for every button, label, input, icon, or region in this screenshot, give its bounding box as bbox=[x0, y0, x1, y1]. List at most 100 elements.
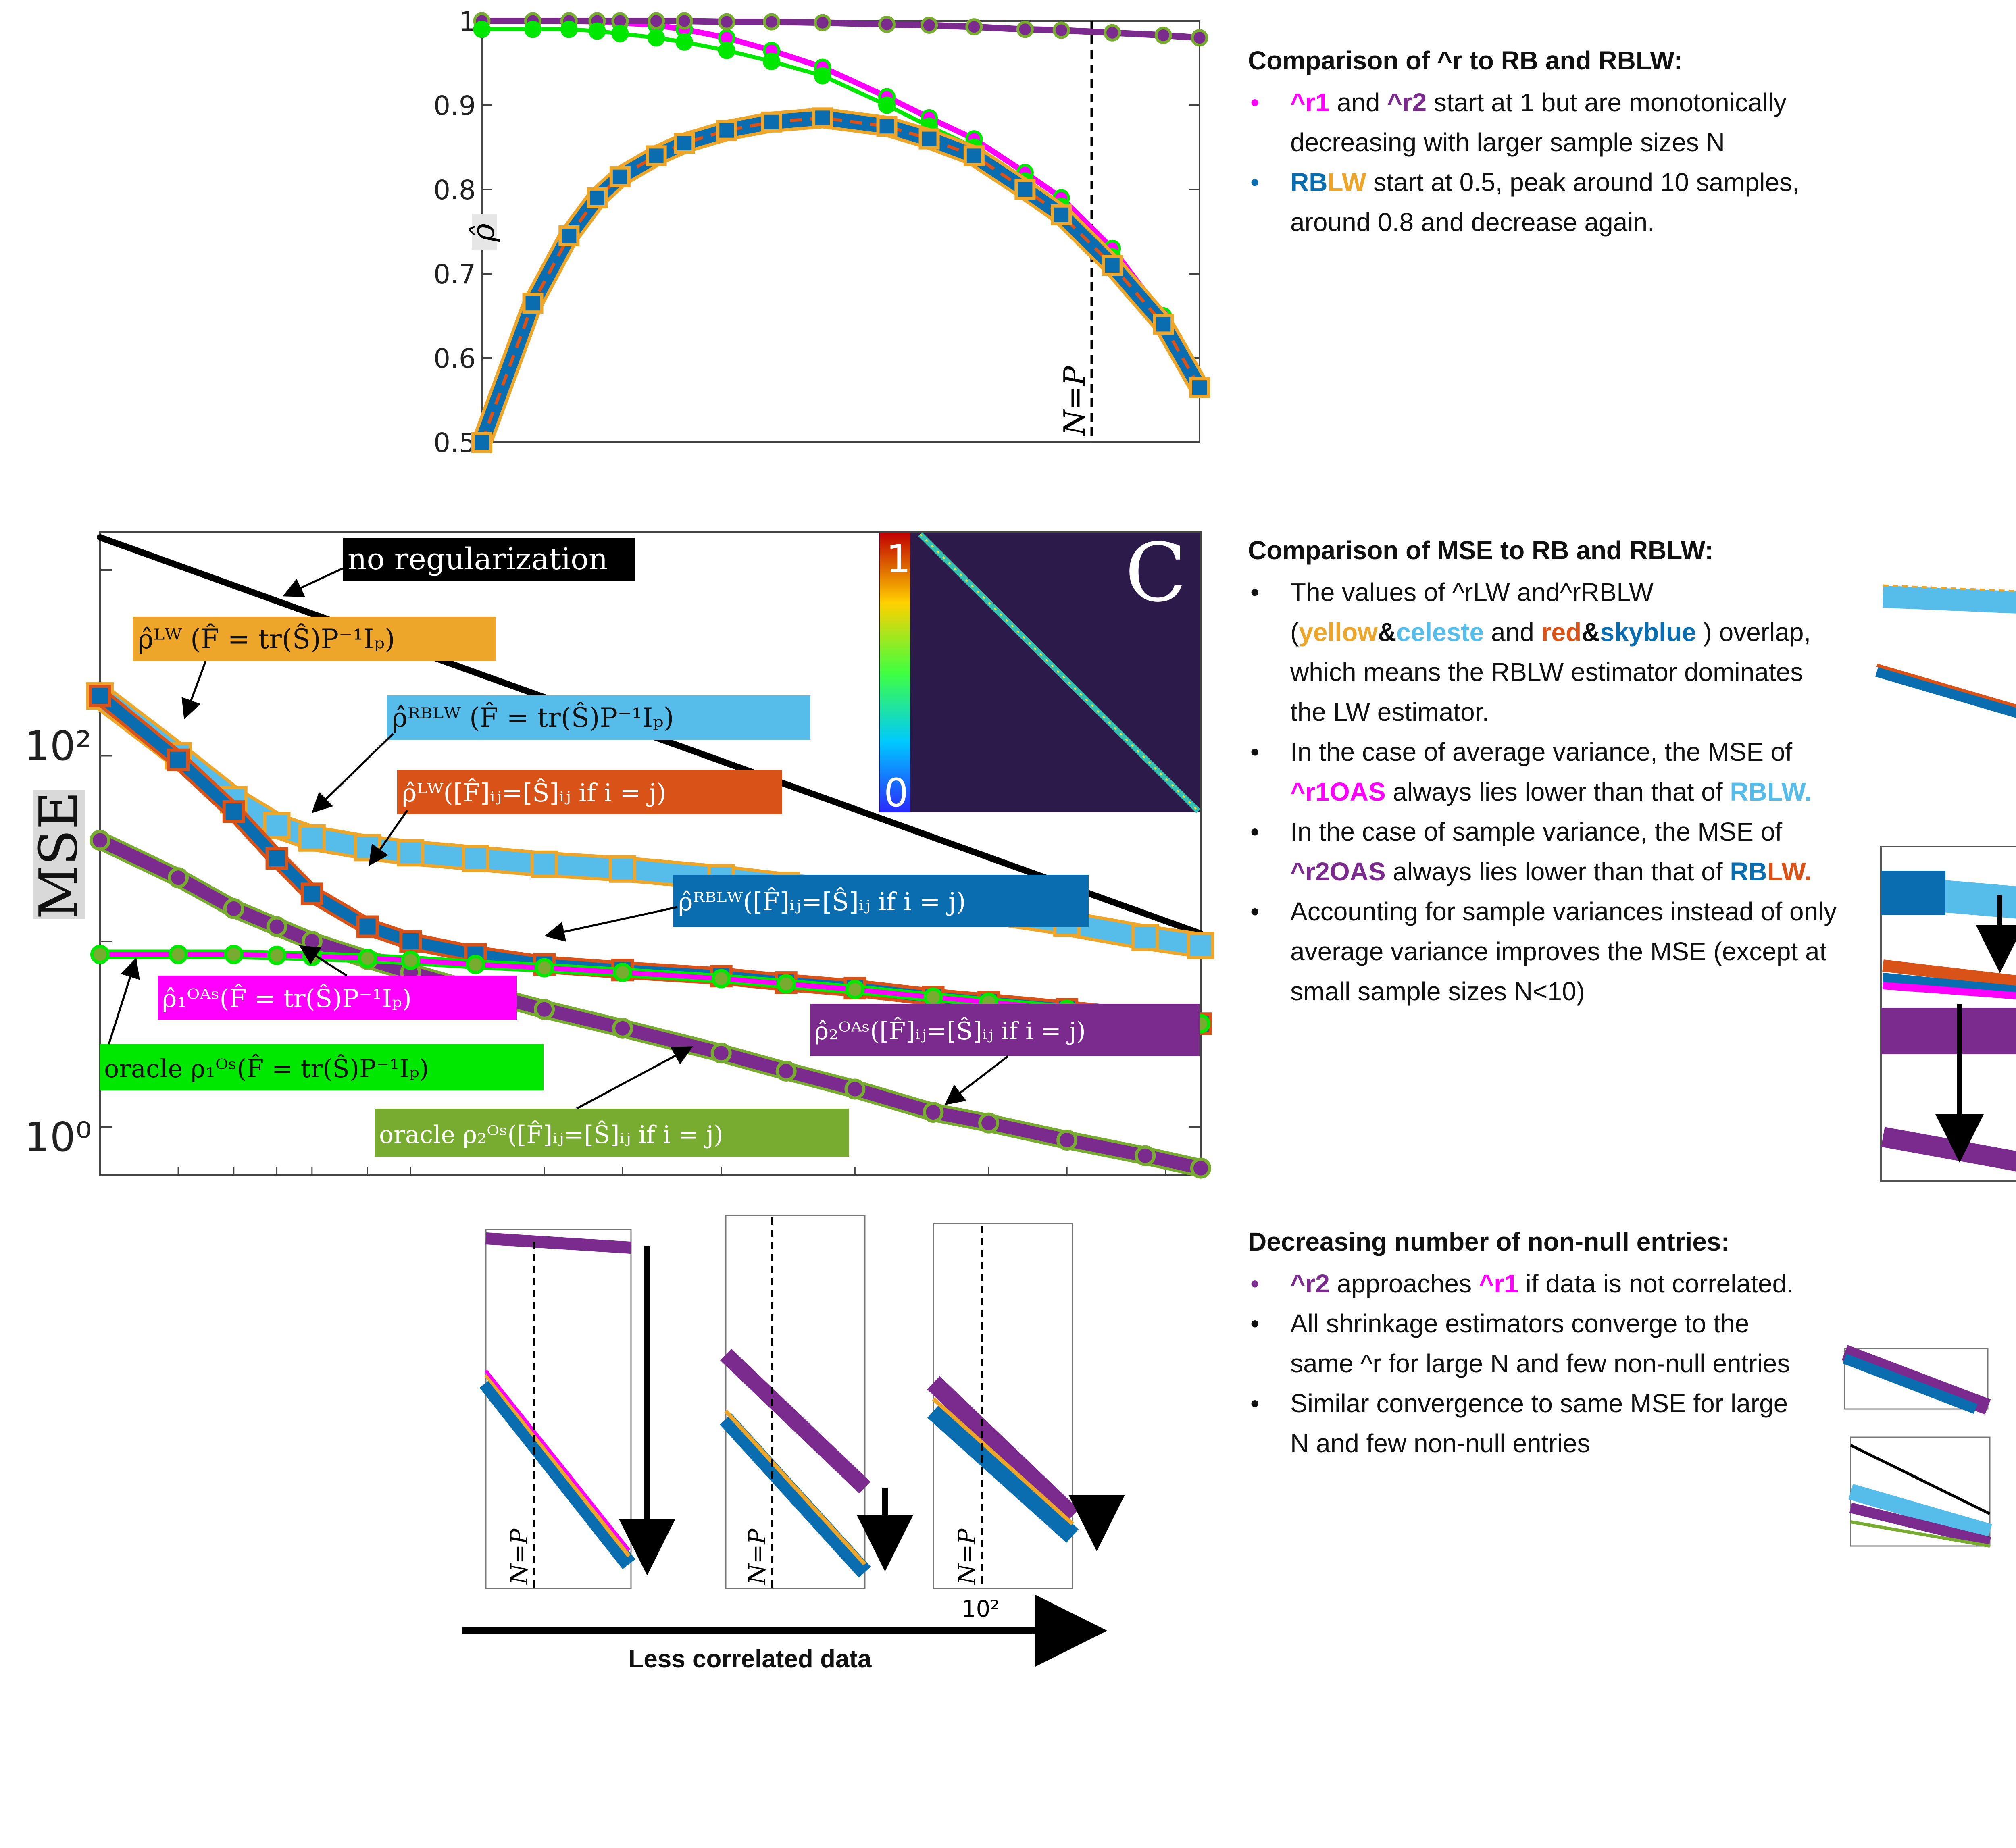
rho-ytick-label: 0.7 bbox=[433, 259, 476, 290]
bp2-blue bbox=[720, 1413, 871, 1578]
label-bg-oracle1 bbox=[100, 1044, 544, 1090]
s3-r1-highlight: ^r1 bbox=[1479, 1269, 1518, 1298]
rho-point-r2_oas bbox=[814, 14, 831, 31]
label-bg-rho-rblw-diag bbox=[673, 875, 1089, 927]
label-bg-rho-rblw bbox=[387, 695, 810, 740]
mse-point-rho1_oas bbox=[845, 980, 865, 999]
s2-b1-rest: ) overlap, which means the RBLW estimato… bbox=[1290, 618, 1811, 726]
label-rho-lw: ρ̂ᴸᵂ (F̂ = tr(Ŝ)P⁻¹Iₚ) bbox=[138, 623, 395, 655]
crop-celeste-band bbox=[1882, 585, 2016, 614]
s3-r2-highlight: ^r2 bbox=[1290, 1269, 1330, 1298]
arrow-rho-rblw-diag bbox=[544, 906, 678, 942]
amp-2: & bbox=[1581, 618, 1600, 647]
mse-point-rho2_oas bbox=[1056, 1129, 1078, 1151]
mse-point-rho2_oas bbox=[534, 999, 555, 1020]
mse-y-axis-label: MSE bbox=[28, 791, 89, 919]
notes-section-3-list: • ^r2 approaches ^r1 if data is not corre… bbox=[1248, 1264, 1812, 1463]
rho-point-rblw bbox=[522, 293, 544, 314]
rho-point-r2_oas bbox=[763, 13, 781, 31]
heatmap-bg bbox=[879, 533, 1200, 812]
rho-point-oracle1 bbox=[718, 42, 735, 59]
rho-point-rblw bbox=[674, 133, 695, 154]
rho-chart: 0.50.60.70.80.91 N=P ρ̂ bbox=[433, 6, 1210, 458]
notes-s1-item-1: •^r1 and ^r2 start at 1 but are monotoni… bbox=[1248, 83, 1845, 162]
rho-point-rblw bbox=[918, 128, 940, 150]
label-no-regularization: no regularization bbox=[348, 542, 608, 576]
s2-b2-b: always lies lower than that of bbox=[1385, 777, 1730, 806]
mse-point-rho2_oas bbox=[1190, 1157, 1211, 1179]
rho-point-r2_oas bbox=[675, 12, 693, 30]
bullet-icon: • bbox=[1250, 88, 1260, 117]
mse-point-rho2_oas bbox=[710, 1043, 732, 1064]
label-bg-rho-lw-diag bbox=[397, 770, 782, 814]
celeste-word: celeste bbox=[1396, 618, 1484, 647]
s3-b1-rest: if data is not correlated. bbox=[1518, 1269, 1794, 1298]
bp1-magenta bbox=[484, 1369, 631, 1551]
bp3-tick: 10² bbox=[962, 1596, 1000, 1622]
rho-point-rblw bbox=[558, 225, 580, 246]
notes-s1-item-2: •RBLW start at 0.5, peak around 10 sampl… bbox=[1248, 162, 1845, 242]
notes-section-3: Decreasing number of non-null entries: •… bbox=[1248, 1224, 1845, 1463]
bp1-np-label: N=P bbox=[506, 1528, 533, 1585]
rho-point-oracle1 bbox=[675, 33, 693, 51]
mse-point-rho_lw bbox=[1187, 932, 1214, 959]
bottom-panels: N=P N=P N=P 10² bbox=[462, 1215, 1125, 1667]
mse-point-rho2_oas bbox=[612, 1018, 633, 1039]
amp-1: & bbox=[1377, 618, 1397, 647]
notes-section-3-title: Decreasing number of non-null entries: bbox=[1248, 1227, 1730, 1256]
covariance-heatmap-inset: 1 0 C bbox=[879, 526, 1200, 816]
rho-ytick-label: 0.9 bbox=[433, 90, 476, 121]
bp3-orange bbox=[932, 1397, 1074, 1525]
notes-s3-item-1: •^r2 approaches ^r1 if data is not corre… bbox=[1248, 1264, 1812, 1304]
rho-ytick-label: 0.6 bbox=[433, 343, 476, 374]
s2-b3-b: always lies lower than that of bbox=[1385, 857, 1730, 886]
rho-point-oracle1 bbox=[611, 25, 629, 42]
mse-point-rho2_oas bbox=[775, 1060, 797, 1082]
s3-b2: All shrinkage estimators converge to the… bbox=[1290, 1309, 1790, 1378]
rho-point-oracle1 bbox=[814, 67, 831, 85]
mse-chart: MSE 10² 10⁰ 1 0 C no regularization ρ̂ᴸᵂ… bbox=[24, 526, 1214, 1179]
bp3-np-label: N=P bbox=[953, 1528, 981, 1585]
rho-point-r2_oas bbox=[878, 15, 896, 33]
notes-s3-item-3: •Similar convergence to same MSE for lar… bbox=[1248, 1384, 1812, 1463]
mse-point-rho1_oas bbox=[535, 958, 554, 978]
s3-mid: approaches bbox=[1329, 1269, 1479, 1298]
crop3a-blue bbox=[1843, 1353, 1978, 1414]
rho-ytick-label: 0.8 bbox=[433, 175, 476, 206]
heatmap-diagonal-core bbox=[919, 533, 1199, 812]
rho-point-rblw bbox=[716, 120, 737, 141]
bullet-icon: • bbox=[1250, 1309, 1260, 1338]
rho-point-rblw bbox=[876, 116, 898, 137]
mse-point-rho2_oas bbox=[844, 1078, 866, 1100]
bullet-icon: • bbox=[1250, 168, 1260, 197]
lw-highlight-2: LW. bbox=[1767, 777, 1812, 806]
mse-point-rho2_oas bbox=[978, 1112, 1000, 1134]
rho-point-oracle1 bbox=[763, 52, 781, 70]
arrow-rho-lw-diag bbox=[369, 810, 408, 866]
notes-section-2-title: Comparison of MSE to RB and RBLW: bbox=[1248, 536, 1714, 565]
rho-ytick-label: 0.5 bbox=[433, 427, 476, 458]
rho-point-rblw bbox=[646, 145, 667, 166]
rho-point-oracle1 bbox=[648, 29, 665, 47]
rho-point-oracle1 bbox=[878, 96, 896, 114]
mse-point-rho1_oas bbox=[169, 945, 188, 964]
arrow-no-reg bbox=[282, 567, 344, 597]
bp2-orange bbox=[724, 1409, 866, 1566]
r2-highlight: ^r2 bbox=[1387, 88, 1427, 117]
crop-right-red bbox=[1882, 959, 2016, 988]
rho-ytick-label: 1 bbox=[459, 6, 476, 37]
rho-point-rblw bbox=[1153, 314, 1174, 335]
bullet-icon: • bbox=[1250, 737, 1260, 766]
rho-y-ticks: 0.5 0.6 0.7 0.8 0.9 1 bbox=[433, 6, 1200, 458]
bullet-icon: • bbox=[1250, 817, 1260, 846]
rho-point-rblw bbox=[609, 166, 631, 187]
mse-legend-labels: no regularization ρ̂ᴸᵂ (F̂ = tr(Ŝ)P⁻¹Iₚ)… bbox=[100, 538, 1200, 1157]
s3-b3: Similar convergence to same MSE for larg… bbox=[1290, 1389, 1788, 1458]
panel-letter: C bbox=[1125, 526, 1187, 620]
heatmap-colorbar bbox=[880, 533, 910, 812]
mse-point-rho_lw bbox=[397, 839, 425, 867]
rho-np-label: N=P bbox=[1058, 366, 1091, 436]
colorbar-min-label: 0 bbox=[884, 770, 908, 816]
r1-highlight: ^r1 bbox=[1290, 88, 1330, 117]
